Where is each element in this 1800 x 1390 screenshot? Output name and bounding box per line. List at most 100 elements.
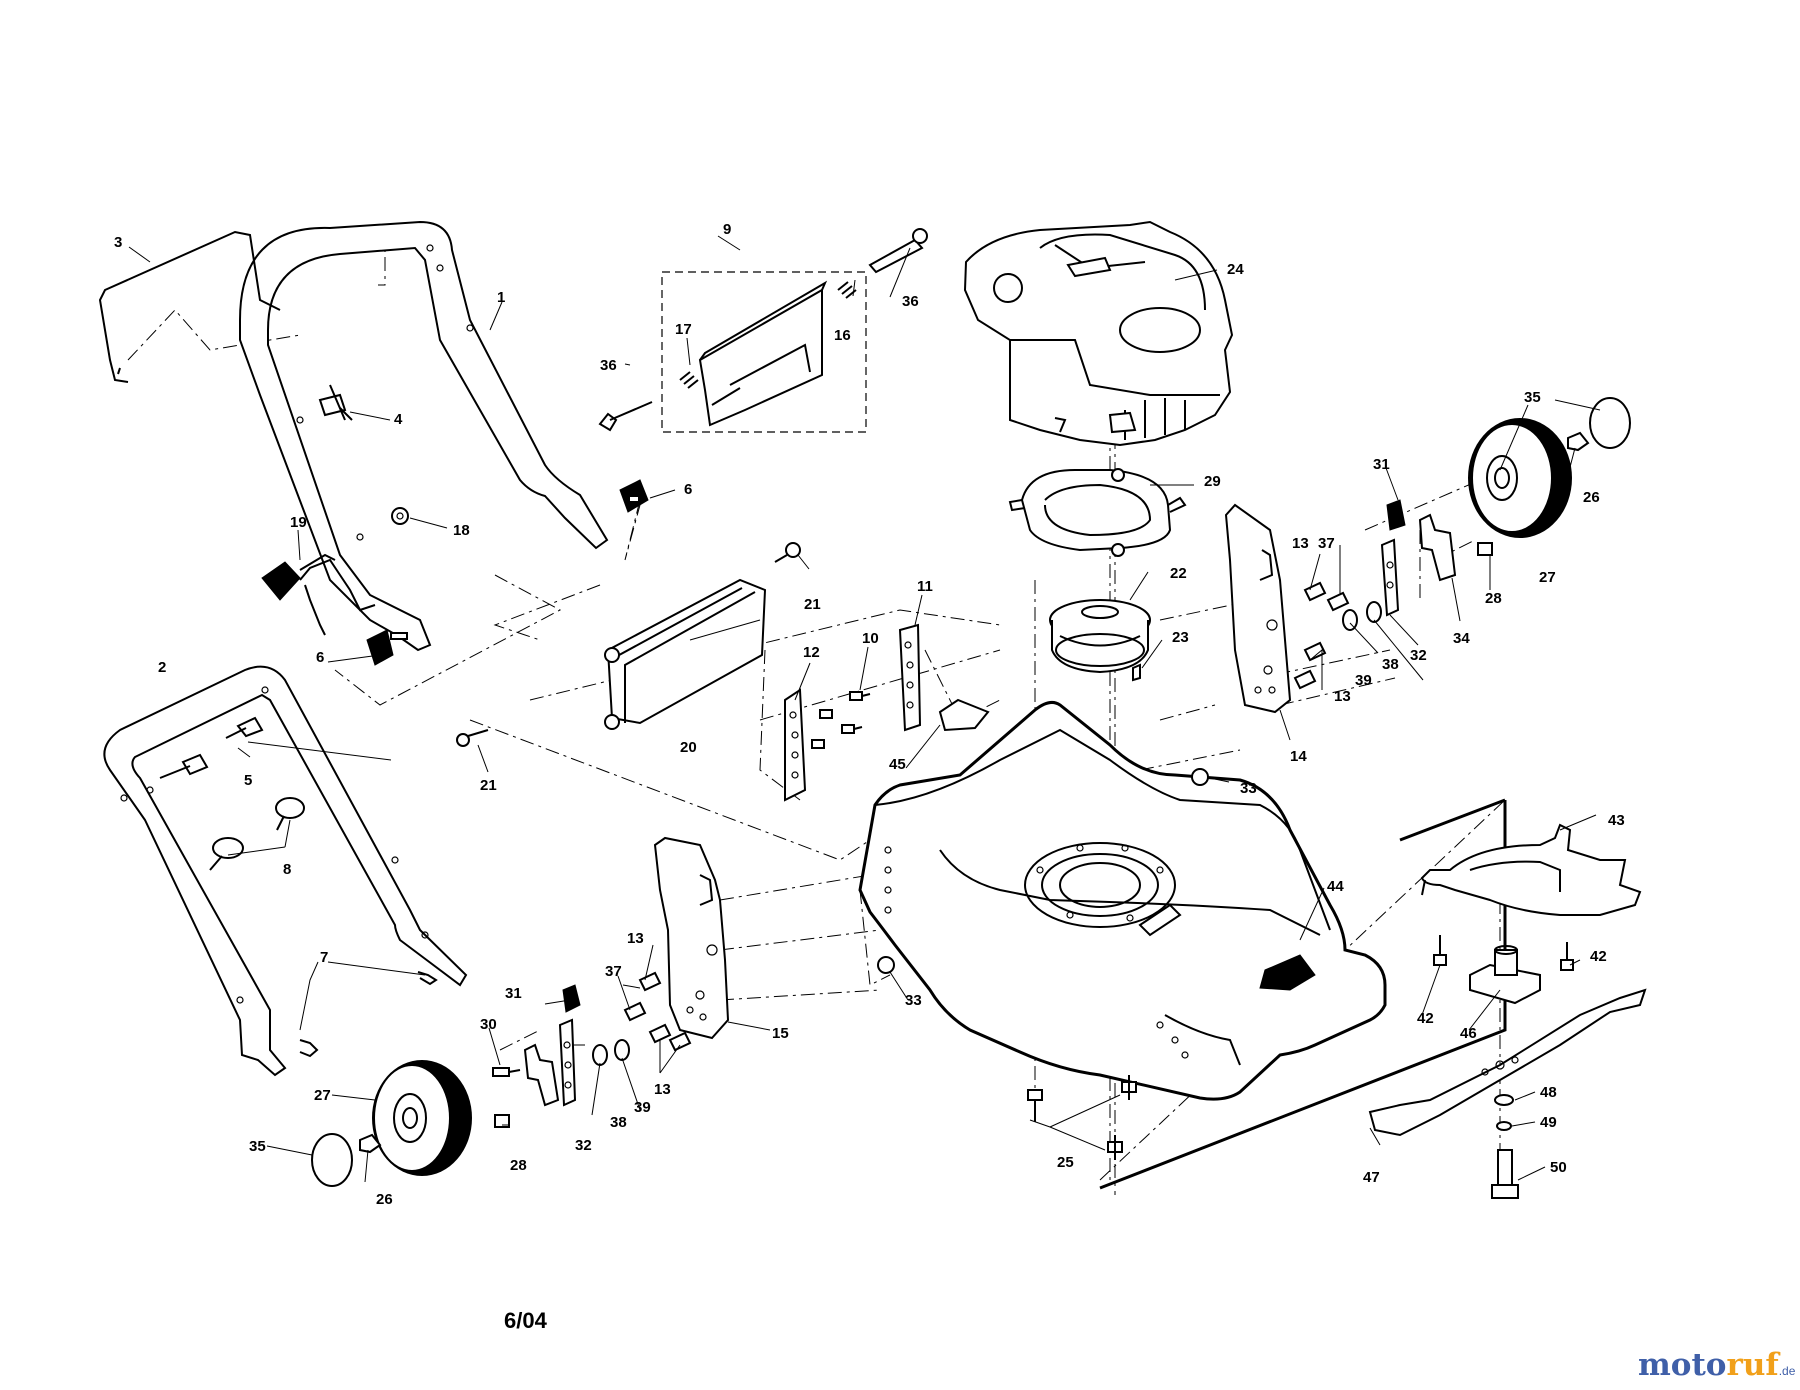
callout-21b: 21 <box>480 777 497 794</box>
drive-pulley <box>1049 599 1151 674</box>
callout-46: 46 <box>1460 1025 1477 1042</box>
callout-38b: 38 <box>1382 656 1399 673</box>
callout-21a: 21 <box>804 596 821 613</box>
callout-26b: 26 <box>376 1191 393 1208</box>
callout-26a: 26 <box>1583 489 1600 506</box>
nut-33-right <box>1191 768 1209 786</box>
handle-knob-upper <box>619 479 649 513</box>
engine <box>963 220 1234 447</box>
height-adjust-plates <box>784 623 922 802</box>
callout-11: 11 <box>917 578 933 595</box>
right-height-bracket <box>1224 503 1292 714</box>
wheel-nut-left <box>359 1133 382 1154</box>
callout-6b: 6 <box>316 649 324 666</box>
callout-12: 12 <box>803 644 820 661</box>
leader-lines <box>128 235 1601 1183</box>
callout-23: 23 <box>1172 629 1189 646</box>
callout-13b: 13 <box>654 1081 671 1098</box>
pulley-key <box>1132 663 1141 682</box>
callout-35b: 35 <box>249 1138 266 1155</box>
callout-9: 9 <box>723 221 731 238</box>
callout-29: 29 <box>1204 473 1221 490</box>
callout-1: 1 <box>497 289 505 306</box>
watermark-logo: motoruf.de <box>1638 1347 1796 1383</box>
callout-35a: 35 <box>1524 389 1541 406</box>
blade-baffle <box>1420 823 1642 916</box>
callout-39a: 39 <box>634 1099 651 1116</box>
blade-washer <box>1494 1094 1514 1106</box>
date-code: 6/04 <box>504 1308 548 1333</box>
handle-knob-lower <box>366 629 408 666</box>
mower-blade <box>1368 988 1647 1137</box>
callout-27b: 27 <box>314 1087 331 1104</box>
callout-50: 50 <box>1550 1159 1567 1176</box>
upper-handle <box>239 220 609 652</box>
callout-28b: 28 <box>510 1157 527 1174</box>
washers-right <box>1342 601 1382 631</box>
callout-33b: 33 <box>905 992 922 1009</box>
right-bracket-bolts <box>1293 581 1350 690</box>
svg-text:motoruf.de: motoruf.de <box>1638 1347 1796 1383</box>
callout-47: 47 <box>1363 1169 1380 1186</box>
lock-washer <box>1496 1121 1512 1131</box>
rope-guide <box>261 553 376 636</box>
callout-15: 15 <box>772 1025 789 1042</box>
callout-42b: 42 <box>1590 948 1607 965</box>
mower-deck <box>858 700 1387 1101</box>
callout-30: 30 <box>480 1016 497 1033</box>
callout-31a: 31 <box>505 985 522 1002</box>
callout-13c: 13 <box>1292 535 1309 552</box>
cable-clip <box>318 384 353 421</box>
callout-14: 14 <box>1290 748 1307 765</box>
callout-13a: 13 <box>627 930 644 947</box>
callout-38a: 38 <box>610 1114 627 1131</box>
callout-22: 22 <box>1170 565 1187 582</box>
callout-17: 17 <box>675 321 692 338</box>
rear-flap <box>938 698 990 732</box>
callout-28a: 28 <box>1485 590 1502 607</box>
nut-18 <box>391 507 409 525</box>
left-bracket-bolts <box>623 971 692 1052</box>
right-wheel-bracket <box>1380 499 1493 617</box>
lower-handle <box>103 665 468 1077</box>
callout-36a: 36 <box>902 293 919 310</box>
rear-right-wheel <box>1468 418 1572 538</box>
callout-44: 44 <box>1327 878 1344 895</box>
callout-7: 7 <box>320 949 328 966</box>
wire-ties <box>209 797 305 871</box>
callout-16: 16 <box>834 327 851 344</box>
callout-24: 24 <box>1227 261 1244 278</box>
callout-37a: 37 <box>605 963 622 980</box>
callout-49: 49 <box>1540 1114 1557 1131</box>
callout-39b: 39 <box>1355 672 1372 689</box>
callout-13d: 13 <box>1334 688 1351 705</box>
wheel-nut-right <box>1567 431 1590 452</box>
callout-43: 43 <box>1608 812 1625 829</box>
callout-34: 34 <box>1453 630 1470 647</box>
nut-33-left <box>877 956 895 974</box>
callout-10: 10 <box>862 630 879 647</box>
callout-3: 3 <box>114 234 122 251</box>
left-height-bracket <box>653 836 730 1040</box>
rear-deflector <box>604 578 767 730</box>
callout-8: 8 <box>283 861 291 878</box>
hinge-rod-bolts <box>598 228 928 432</box>
callout-18: 18 <box>453 522 470 539</box>
callout-37b: 37 <box>1318 535 1335 552</box>
clip-lower <box>299 1039 319 1058</box>
callout-32b: 32 <box>1410 647 1427 664</box>
left-wheel-bracket <box>492 984 581 1128</box>
callout-19: 19 <box>290 514 307 531</box>
wheel-cap-right <box>1589 397 1631 449</box>
callout-25: 25 <box>1057 1154 1074 1171</box>
callout-numbers: 1 2 3 4 5 6 6 7 8 9 10 11 12 13 13 13 13… <box>114 221 1625 1208</box>
door-springs <box>679 281 857 389</box>
callout-20: 20 <box>680 739 697 756</box>
blade-bolt <box>1491 1149 1519 1199</box>
deflector-bolts <box>456 542 801 747</box>
callout-42a: 42 <box>1417 1010 1434 1027</box>
callout-36b: 36 <box>600 357 617 374</box>
blade-adapter <box>1469 945 1541 1005</box>
callout-27a: 27 <box>1539 569 1556 586</box>
